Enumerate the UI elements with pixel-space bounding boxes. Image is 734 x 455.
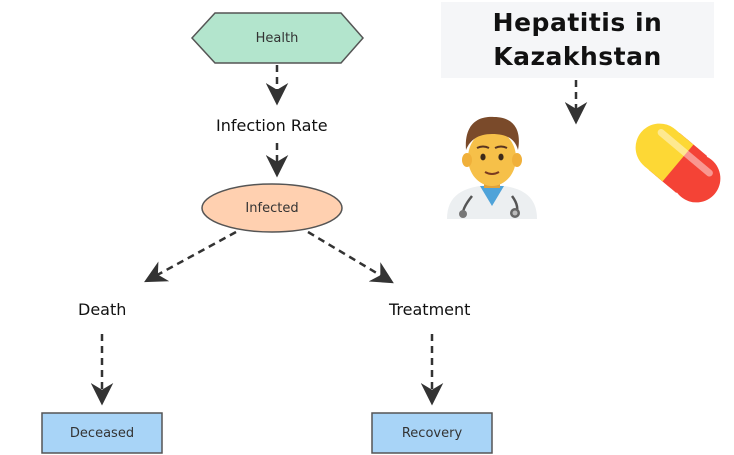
recovery-node[interactable]: [371, 412, 493, 454]
health-node[interactable]: [190, 12, 364, 64]
pill-icon: [635, 123, 721, 203]
diagram-title: Hepatitis in Kazakhstan: [441, 2, 714, 78]
infected-node[interactable]: [201, 183, 343, 233]
infection-rate-label: Infection Rate: [216, 116, 328, 135]
infected-label: Infected: [245, 201, 299, 216]
death-label: Death: [78, 300, 127, 319]
arrow-infected-to-treatment: [307, 230, 394, 284]
treatment-label: Treatment: [389, 300, 471, 319]
title-text: Hepatitis in Kazakhstan: [492, 8, 663, 71]
deceased-label: Deceased: [69, 426, 135, 441]
recovery-label: Recovery: [401, 426, 463, 441]
health-label: Health: [255, 31, 299, 46]
deceased-node[interactable]: [41, 412, 163, 454]
arrow-infected-to-death: [144, 230, 237, 283]
doctor-icon: [447, 116, 537, 219]
